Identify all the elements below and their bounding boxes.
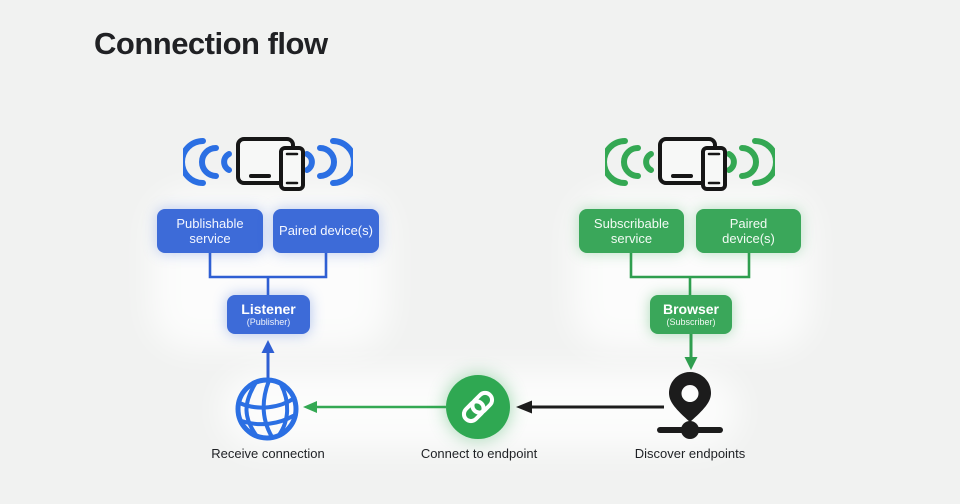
- listener-node: Listener (Publisher): [227, 295, 310, 334]
- wifi-waves-icon: [183, 138, 353, 186]
- phone-icon: [701, 146, 727, 191]
- paired-devices-box-left: Paired device(s): [273, 209, 379, 253]
- globe-icon: [235, 377, 299, 441]
- listener-subtitle: (Publisher): [246, 317, 291, 328]
- browser-subtitle: (Subscriber): [666, 317, 716, 328]
- subscribable-service-box: Subscribable service: [579, 209, 684, 253]
- phone-icon: [279, 146, 305, 191]
- arrow-left-connect-to-receive: [303, 401, 446, 413]
- arrow-down-browser-to-discover: [684, 334, 698, 370]
- tablet-phone-wifi-icon: [605, 137, 775, 191]
- arrow-up-receive-to-listener: [261, 340, 275, 380]
- page-title: Connection flow: [94, 26, 328, 61]
- map-pin-icon: [657, 372, 723, 439]
- discover-endpoints-label: Discover endpoints: [634, 446, 746, 461]
- publishable-service-box: Publishable service: [157, 209, 263, 253]
- left-connector-lines: [208, 253, 328, 297]
- paired-devices-box-right: Paired device(s): [696, 209, 801, 253]
- arrow-left-discover-to-connect: [516, 400, 664, 414]
- receive-connection-label: Receive connection: [211, 446, 325, 461]
- tablet-phone-wifi-icon: [183, 137, 353, 191]
- connect-endpoint-circle: [446, 375, 510, 439]
- right-connector-lines: [629, 253, 751, 297]
- link-icon: [461, 390, 495, 424]
- wifi-waves-icon: [605, 138, 775, 186]
- connect-to-endpoint-label: Connect to endpoint: [420, 446, 538, 461]
- browser-node: Browser (Subscriber): [650, 295, 732, 334]
- listener-title: Listener: [241, 300, 296, 317]
- browser-title: Browser: [662, 300, 720, 317]
